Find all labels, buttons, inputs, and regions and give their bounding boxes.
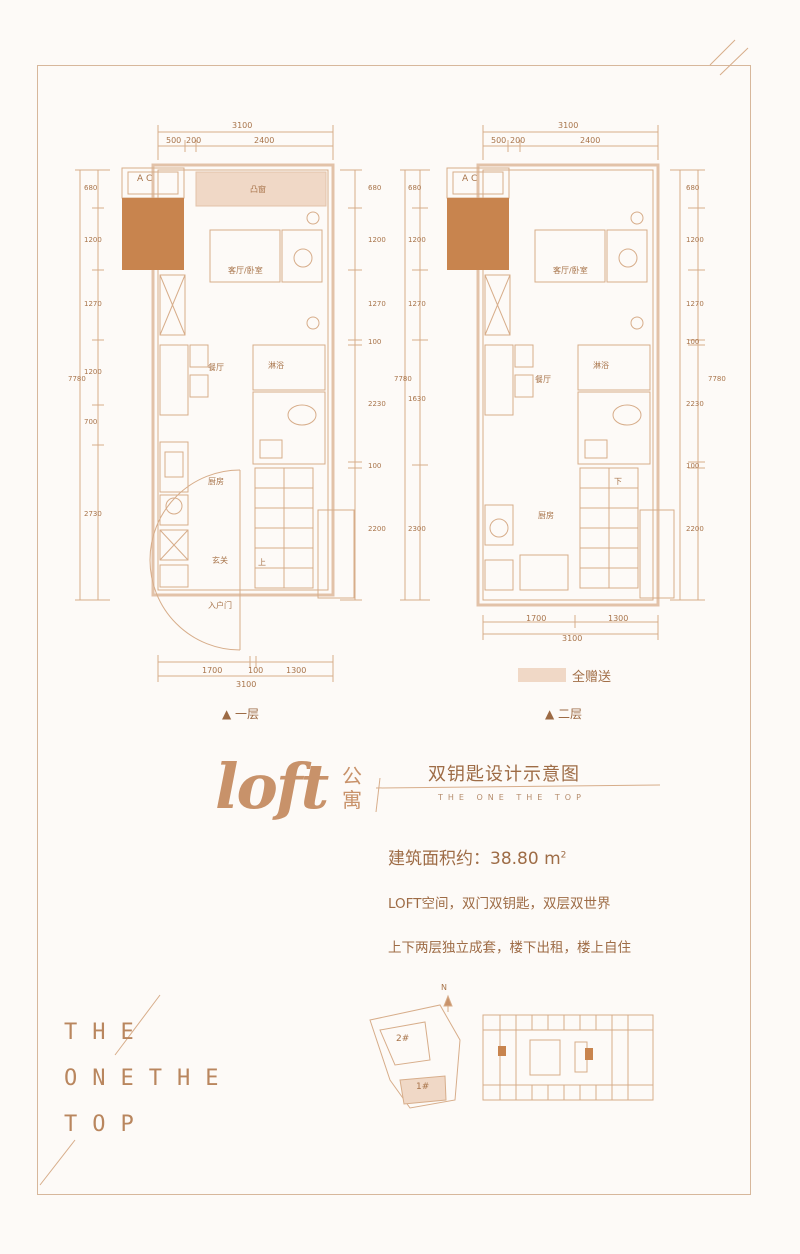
right-dim-top-total: 3100: [558, 121, 579, 130]
apt-char-2: 寓: [342, 788, 362, 812]
left-dim-left-4: 1200: [84, 368, 102, 376]
page-frame: [37, 65, 751, 1195]
legend-swatch: [518, 668, 566, 682]
brand-line-2: ONETHE: [64, 1066, 234, 1091]
left-living-label: 客厅/卧室: [228, 266, 263, 275]
left-dark-block: [122, 198, 184, 270]
left-up-label: 上: [258, 558, 266, 567]
brand-line-3: TOP: [64, 1112, 149, 1137]
right-dim-right-5: 2230: [686, 400, 704, 408]
left-dim-bottom-3: 1300: [286, 666, 307, 675]
left-bath-label: 淋浴: [268, 361, 284, 370]
left-dim-top-3: 2400: [254, 136, 275, 145]
left-dim-right-4: 100: [368, 338, 382, 346]
right-dim-top-3: 2400: [580, 136, 601, 145]
site-tag-label: 1#: [416, 1082, 430, 1092]
left-dim-bottom-2: 100: [248, 666, 264, 675]
left-dim-right-6: 100: [368, 462, 382, 470]
area-text: 建筑面积约：38.80 m2: [388, 844, 566, 869]
north-label: N: [441, 983, 447, 992]
left-dim-left-5: 700: [84, 418, 98, 426]
left-dim-right-3: 1270: [368, 300, 386, 308]
left-kitchen-label: 厨房: [208, 477, 224, 486]
left-foyer-label: 玄关: [212, 556, 228, 565]
right-dim-left-3: 1270: [408, 300, 426, 308]
left-dim-top-total: 3100: [232, 121, 253, 130]
right-dim-left-5: 2300: [408, 525, 426, 533]
right-living-label: 客厅/卧室: [553, 266, 588, 275]
left-dim-right-1: 680: [368, 184, 382, 192]
right-bath-label: 淋浴: [593, 361, 609, 370]
right-dim-left-2: 1200: [408, 236, 426, 244]
right-dim-right-1: 680: [686, 184, 700, 192]
left-dim-right-2: 1200: [368, 236, 386, 244]
apt-char-1: 公: [342, 764, 362, 788]
left-floor-label: ▲ 一层: [222, 707, 260, 721]
right-dim-right-total: 7780: [708, 375, 726, 383]
left-dim-top-2: 200: [186, 136, 202, 145]
right-dim-left-total: 7780: [394, 375, 412, 383]
right-dim-bottom-1: 1700: [526, 614, 547, 623]
sub-title: THE ONE THE TOP: [438, 793, 586, 802]
right-dim-right-6: 100: [686, 462, 700, 470]
site-building-label: 2#: [396, 1034, 410, 1044]
left-dim-bottom-1: 1700: [202, 666, 223, 675]
right-kitchen-label: 厨房: [538, 511, 554, 520]
left-dim-left-total: 7780: [68, 375, 86, 383]
left-dim-right-7: 2200: [368, 525, 386, 533]
right-dim-left-1: 680: [408, 184, 422, 192]
right-down-label: 下: [614, 477, 622, 486]
desc-line-1: LOFT空间，双门双钥匙，双层双世界: [388, 896, 611, 912]
left-dim-top-1: 500: [166, 136, 182, 145]
left-dim-left-3: 1270: [84, 300, 102, 308]
desc-line-2: 上下两层独立成套，楼下出租，楼上自住: [388, 940, 631, 956]
right-dim-left-4: 1630: [408, 395, 426, 403]
loft-word: loft: [215, 750, 329, 823]
left-dim-left-1: 680: [84, 184, 98, 192]
main-title: 双钥匙设计示意图: [428, 764, 580, 785]
right-dim-right-7: 2200: [686, 525, 704, 533]
right-ac-label: A C: [462, 174, 478, 184]
left-dim-left-6: 2730: [84, 510, 102, 518]
right-dim-bottom-2: 1300: [608, 614, 629, 623]
right-dim-bottom-total: 3100: [562, 634, 583, 643]
right-dim-right-3: 1270: [686, 300, 704, 308]
left-dining-label: 餐厅: [208, 363, 224, 372]
left-entry-label: 入户门: [208, 601, 232, 610]
brand-line-1: THE: [64, 1020, 149, 1045]
right-floor-label: ▲ 二层: [545, 707, 583, 721]
right-dark-block: [447, 198, 509, 270]
right-dining-label: 餐厅: [535, 375, 551, 384]
left-dim-left-2: 1200: [84, 236, 102, 244]
right-dim-top-1: 500: [491, 136, 507, 145]
area-label: 建筑面积约：38.80 m: [388, 849, 561, 869]
left-ac-label: A C: [137, 174, 153, 184]
right-dim-right-4: 100: [686, 338, 700, 346]
left-dim-right-5: 2230: [368, 400, 386, 408]
left-dim-bottom-total: 3100: [236, 680, 257, 689]
right-dim-top-2: 200: [510, 136, 526, 145]
area-sup: 2: [560, 850, 567, 861]
left-balcony-label: 凸窗: [250, 185, 266, 194]
right-dim-right-2: 1200: [686, 236, 704, 244]
legend-label: 全赠送: [572, 670, 612, 685]
